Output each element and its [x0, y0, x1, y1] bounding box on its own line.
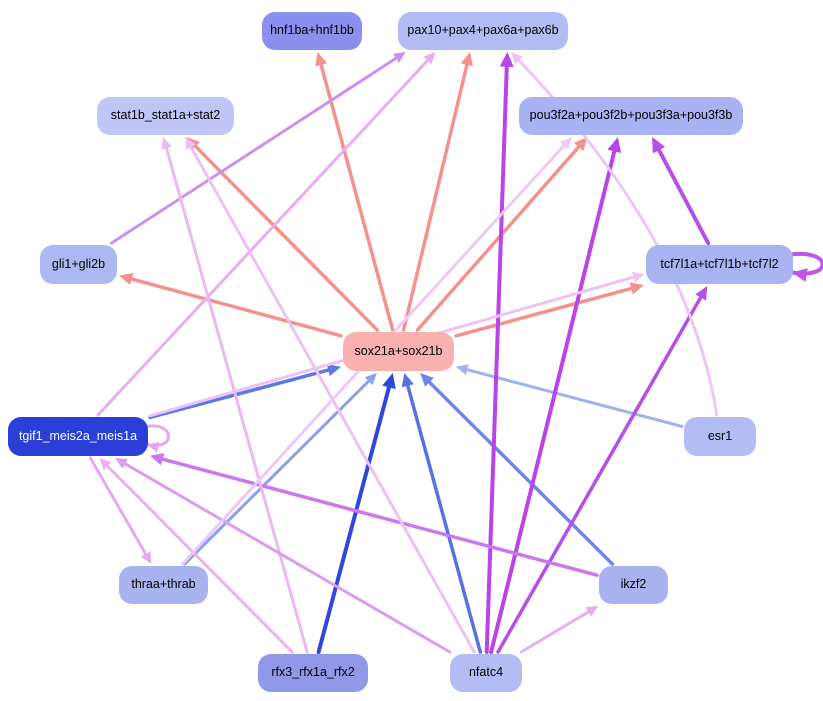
edge-rfx3-sox21a[interactable]	[316, 381, 393, 654]
edge-nfatc4-tgif1[interactable]	[120, 460, 452, 654]
edge-tgif1-sox21a-arrowhead	[326, 364, 341, 377]
edge-rfx3-sox21a-arrowhead	[382, 373, 396, 390]
edge-esr1-pax10-arrowhead	[510, 52, 523, 65]
edge-nfatc4-tgif1-arrowhead	[115, 458, 128, 469]
node-pou3f2a[interactable]: pou3f2a+pou3f2b+pou3f3a+pou3f3b	[519, 97, 743, 135]
node-label-gli1: gli1+gli2b	[51, 256, 106, 271]
edge-rfx3-tgif1-arrowhead	[99, 458, 112, 471]
edge-sox21a-pax10-arrowhead	[460, 52, 474, 67]
edge-ikzf2-tgif1[interactable]	[157, 456, 599, 577]
edge-tgif1-tcf7l1a-arrowhead	[631, 271, 645, 283]
edge-ikzf2-sox21a[interactable]	[424, 377, 615, 566]
edge-tgif1-thraa[interactable]	[88, 456, 149, 559]
node-label-pax10: pax10+pax4+pax6a+pax6b	[407, 23, 559, 38]
node-stat1b[interactable]: stat1b_stat1a+stat2	[97, 97, 234, 135]
node-pax10[interactable]: pax10+pax4+pax6a+pax6b	[398, 12, 568, 50]
edge-nfatc4-pax10[interactable]	[484, 60, 509, 654]
edge-sox21a-gli1[interactable]	[126, 276, 343, 338]
node-label-tcf7l1a: tcf7l1a+tcf7l1b+tcf7l2	[660, 256, 779, 271]
node-tcf7l1a[interactable]: tcf7l1a+tcf7l1b+tcf7l2	[646, 245, 793, 284]
node-ikzf2[interactable]: ikzf2	[599, 566, 668, 604]
node-label-sox21a: sox21a+sox21b	[354, 343, 443, 358]
edge-esr1-sox21a-arrowhead	[456, 364, 469, 375]
edge-tgif1-sox21a[interactable]	[148, 367, 334, 420]
edge-nfatc4-pou3f2a[interactable]	[489, 145, 618, 654]
node-nfatc4[interactable]: nfatc4	[450, 654, 522, 692]
node-esr1[interactable]: esr1	[684, 417, 756, 456]
edge-tcf7l1a-pou3f2a-arrowhead	[652, 137, 666, 154]
edge-tgif1-pax10[interactable]	[96, 56, 432, 417]
edge-tcf7l1a-pou3f2a[interactable]	[654, 144, 711, 245]
edge-sox21a-tcf7l1a[interactable]	[454, 285, 637, 338]
node-label-esr1: esr1	[707, 428, 733, 443]
node-rfx3[interactable]: rfx3_rfx1a_rfx2	[258, 654, 368, 692]
edge-rfx3-tgif1[interactable]	[103, 462, 294, 654]
edge-nfatc4-sox21a-arrowhead	[401, 373, 414, 388]
edge-sox21a-pou3f2a-arrowhead	[574, 137, 588, 152]
edge-nfatc4-tcf7l1a-arrowhead	[695, 286, 708, 301]
edge-tgif1-pax10-arrowhead	[423, 52, 436, 65]
edge-nfatc4-pou3f2a-arrowhead	[607, 137, 622, 154]
node-hnf1ba[interactable]: hnf1ba+hnf1bb	[262, 12, 362, 50]
node-gli1[interactable]: gli1+gli2b	[40, 245, 117, 284]
edge-tgif1-tgif1-arrowhead	[147, 441, 160, 453]
node-label-nfatc4: nfatc4	[468, 665, 504, 680]
edge-nfatc4-ikzf2-arrowhead	[585, 606, 599, 617]
node-label-tgif1: tgif1_meis2a_meis1a	[18, 428, 138, 443]
edge-sox21a-stat1b[interactable]	[191, 141, 379, 332]
edge-thraa-sox21a-arrowhead	[364, 373, 377, 386]
edge-nfatc4-ikzf2[interactable]	[519, 608, 593, 654]
edge-thraa-sox21a[interactable]	[183, 377, 373, 566]
edge-thraa-pou3f2a-arrowhead	[559, 137, 572, 150]
edge-gli1-pax10-arrowhead	[392, 52, 406, 63]
edge-nfatc4-pax10-arrowhead	[499, 52, 514, 68]
edge-nfatc4-stat1b-arrowhead	[185, 137, 196, 150]
node-label-stat1b: stat1b_stat1a+stat2	[110, 108, 221, 123]
node-label-rfx3: rfx3_rfx1a_rfx2	[271, 665, 355, 680]
edge-nfatc4-tcf7l1a[interactable]	[496, 292, 705, 654]
edge-esr1-sox21a[interactable]	[462, 367, 684, 428]
edge-rfx3-stat1b-arrowhead	[161, 137, 172, 150]
edge-ikzf2-sox21a-arrowhead	[420, 373, 434, 387]
edge-sox21a-gli1-arrowhead	[119, 272, 134, 286]
node-sox21a[interactable]: sox21a+sox21b	[343, 332, 454, 371]
edge-ikzf2-tgif1-arrowhead	[150, 453, 165, 466]
edge-tcf7l1a-tcf7l1a-arrowhead	[792, 268, 808, 282]
edge-sox21a-tcf7l1a-arrowhead	[629, 282, 644, 295]
edge-sox21a-hnf1ba-arrowhead	[315, 52, 328, 67]
node-tgif1[interactable]: tgif1_meis2a_meis1a	[8, 417, 148, 456]
edge-rfx3-stat1b[interactable]	[164, 143, 309, 654]
edge-nfatc4-sox21a[interactable]	[405, 380, 483, 654]
node-thraa[interactable]: thraa+thrab	[119, 566, 208, 604]
node-label-hnf1ba: hnf1ba+hnf1bb	[270, 23, 354, 38]
node-label-ikzf2: ikzf2	[620, 577, 647, 592]
node-label-thraa: thraa+thrab	[131, 577, 196, 592]
edge-sox21a-pax10[interactable]	[401, 59, 470, 332]
edge-gli1-pax10[interactable]	[110, 54, 401, 245]
edge-sox21a-hnf1ba[interactable]	[318, 59, 395, 332]
node-label-pou3f2a: pou3f2a+pou3f2b+pou3f3a+pou3f3b	[529, 108, 733, 123]
edge-nfatc4-stat1b[interactable]	[187, 142, 476, 654]
edge-tgif1-thraa-arrowhead	[140, 551, 152, 564]
